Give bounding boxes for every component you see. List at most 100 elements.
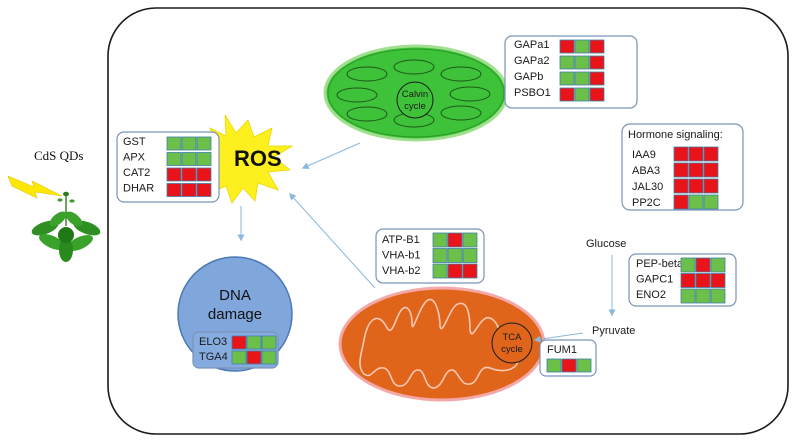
- expression-cell-up: [196, 183, 212, 197]
- expression-cell-down: [574, 71, 590, 86]
- expression-cell-up: [166, 183, 182, 197]
- expression-cell-up: [688, 162, 704, 178]
- expression-cell-down: [261, 350, 277, 365]
- expression-cell-down: [447, 248, 463, 263]
- gene-label: ENO2: [636, 289, 666, 301]
- expression-cell-down: [181, 136, 197, 151]
- expression-cell-down: [574, 39, 590, 54]
- expression-cell-down: [432, 263, 448, 279]
- expression-cell-down: [559, 55, 575, 70]
- expression-cell-down: [462, 232, 478, 248]
- expression-cell-up: [589, 71, 605, 86]
- expression-cell-up: [695, 257, 711, 273]
- expression-cell-up: [688, 146, 704, 162]
- expression-cell-up: [231, 335, 247, 350]
- gene-label: GAPa1: [514, 39, 549, 51]
- expression-cell-up: [688, 178, 704, 194]
- lightning-bolt-icon: [7, 175, 63, 199]
- expression-cell-up: [673, 178, 689, 194]
- expression-cell-down: [181, 152, 197, 166]
- gene-label: ATP-B1: [382, 234, 420, 246]
- gene-label: JAL30: [632, 181, 663, 193]
- expression-cell-down: [196, 136, 212, 151]
- expression-cell-down: [166, 136, 182, 151]
- expression-cell-up: [561, 358, 577, 373]
- expression-cell-down: [432, 232, 448, 248]
- expression-cell-down: [703, 194, 719, 210]
- expression-cell-down: [710, 257, 726, 273]
- expression-cell-down: [166, 152, 182, 166]
- expression-cell-down: [680, 257, 696, 273]
- gene-label: APX: [123, 152, 146, 164]
- gene-label: PSBO1: [514, 87, 551, 99]
- gene-label: PP2C: [632, 197, 661, 209]
- expression-cell-up: [589, 55, 605, 70]
- expression-cell-down: [688, 194, 704, 210]
- expression-cell-down: [574, 55, 590, 70]
- expression-cell-up: [559, 39, 575, 54]
- dna-label-1: DNA: [219, 287, 251, 304]
- expression-cell-down: [574, 87, 590, 102]
- cds-label: CdS QDs: [34, 148, 84, 163]
- expression-cell-up: [589, 39, 605, 54]
- expression-cell-up: [703, 178, 719, 194]
- gene-label: ELO3: [199, 336, 227, 348]
- expression-cell-up: [246, 350, 262, 365]
- mitochondrion: [338, 286, 546, 402]
- expression-cell-up: [673, 162, 689, 178]
- calvin-label-2: cycle: [404, 101, 426, 112]
- expression-cell-up: [710, 273, 726, 288]
- expression-cell-down: [559, 71, 575, 86]
- expression-cell-up: [447, 232, 463, 248]
- arrow-chloroplast-to-ros: [301, 142, 361, 169]
- expression-cell-down: [576, 358, 592, 373]
- expression-cell-up: [181, 183, 197, 197]
- expression-cell-up: [589, 87, 605, 102]
- plant-icon: [31, 191, 101, 262]
- expression-cell-up: [462, 263, 478, 279]
- gene-label: PEP-beta1: [636, 258, 689, 270]
- gene-label: GAPa2: [514, 55, 549, 67]
- gene-label: GAPC1: [636, 274, 673, 286]
- expression-cell-up: [673, 146, 689, 162]
- gene-label: VHA-b1: [382, 250, 421, 262]
- expression-cell-down: [432, 248, 448, 263]
- expression-cell-down: [710, 288, 726, 304]
- expression-cell-down: [231, 350, 247, 365]
- hormone-title: Hormone signaling:: [628, 129, 723, 141]
- expression-cell-up: [447, 263, 463, 279]
- expression-cell-up: [695, 273, 711, 288]
- expression-cell-down: [695, 288, 711, 304]
- pyruvate-label: Pyruvate: [592, 325, 635, 337]
- ros-label: ROS: [234, 146, 282, 171]
- dna-label-2: damage: [208, 306, 262, 323]
- gene-label: IAA9: [632, 149, 656, 161]
- gene-label: CAT2: [123, 167, 150, 179]
- arrow-pyruvate-to-tca: [533, 332, 584, 343]
- expression-cell-up: [559, 87, 575, 102]
- expression-cell-down: [462, 248, 478, 263]
- gene-label: DHAR: [123, 183, 154, 195]
- expression-cell-down: [196, 152, 212, 166]
- expression-cell-up: [181, 167, 197, 182]
- expression-cell-up: [673, 194, 689, 210]
- expression-cell-up: [703, 146, 719, 162]
- expression-cell-up: [680, 273, 696, 288]
- gene-label: FUM1: [547, 344, 577, 356]
- tca-label-2: cycle: [501, 344, 523, 355]
- expression-cell-down: [261, 335, 277, 350]
- expression-cell-down: [246, 335, 262, 350]
- expression-cell-up: [196, 167, 212, 182]
- expression-cell-down: [680, 288, 696, 304]
- tca-label-1: TCA: [503, 332, 523, 343]
- glucose-label: Glucose: [586, 238, 626, 250]
- expression-cell-down: [546, 358, 562, 373]
- gene-label: ABA3: [632, 165, 660, 177]
